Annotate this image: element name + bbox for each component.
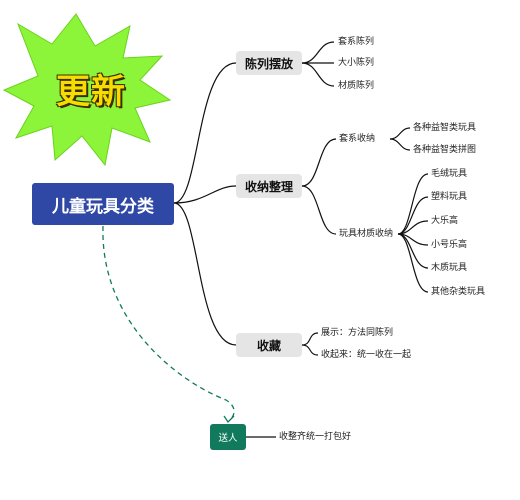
dashed-link-arrowhead	[223, 415, 235, 424]
dashed-link-root-to-gift	[102, 225, 235, 421]
leaf-display-size[interactable]: 大小陈列	[338, 58, 375, 68]
group-material-storage[interactable]: 玩具材质收纳	[339, 229, 394, 239]
leaf-plush[interactable]: 毛绒玩具	[431, 169, 468, 179]
connector-root-to-display	[173, 62, 237, 204]
connector-collect-2	[301, 344, 319, 356]
connector-set-1	[389, 127, 411, 140]
root-node[interactable]: 儿童玩具分类	[32, 183, 174, 225]
connector-root-to-storage	[173, 185, 237, 204]
leaf-big-lego[interactable]: 大乐高	[431, 216, 459, 226]
leaf-plastic[interactable]: 塑料玩具	[431, 192, 468, 202]
leaf-puzzle-toys[interactable]: 各种益智类玩具	[413, 123, 477, 133]
leaf-collect-store[interactable]: 收起来：统一收在一起	[321, 350, 412, 360]
leaf-misc[interactable]: 其他杂类玩具	[431, 287, 486, 297]
leaf-collect-display[interactable]: 展示：方法同陈列	[321, 328, 394, 338]
connector-material-5	[397, 233, 429, 269]
connector-display-1	[301, 41, 335, 64]
leaf-display-material[interactable]: 材质陈列	[338, 81, 375, 91]
connector-set-2	[389, 138, 411, 151]
leaf-small-lego[interactable]: 小号乐高	[431, 240, 468, 250]
connector-collect-1	[301, 332, 319, 346]
connector-material-2	[397, 196, 429, 235]
gift-note[interactable]: 收整齐统一打包好	[279, 432, 352, 442]
group-set-storage[interactable]: 套系收纳	[339, 134, 376, 144]
badge-text: 更新	[56, 72, 126, 112]
leaf-display-set[interactable]: 套系陈列	[338, 37, 375, 47]
gift-node[interactable]: 送人	[210, 424, 246, 450]
connector-material-6	[397, 233, 429, 293]
branch-storage[interactable]: 收纳整理	[236, 174, 302, 198]
starburst-badge-shape	[2, 13, 172, 167]
branch-display[interactable]: 陈列摆放	[236, 51, 302, 75]
connector-root-to-collect	[173, 202, 237, 346]
leaf-jigsaw[interactable]: 各种益智类拼图	[413, 145, 477, 155]
connector-storage-to-set	[301, 138, 337, 187]
connector-display-3	[301, 62, 335, 87]
connector-storage-to-material	[301, 185, 337, 235]
branch-collect[interactable]: 收藏	[236, 333, 302, 357]
connector-material-3	[397, 220, 429, 235]
connector-material-1	[397, 173, 429, 235]
leaf-wooden[interactable]: 木质玩具	[431, 263, 468, 273]
